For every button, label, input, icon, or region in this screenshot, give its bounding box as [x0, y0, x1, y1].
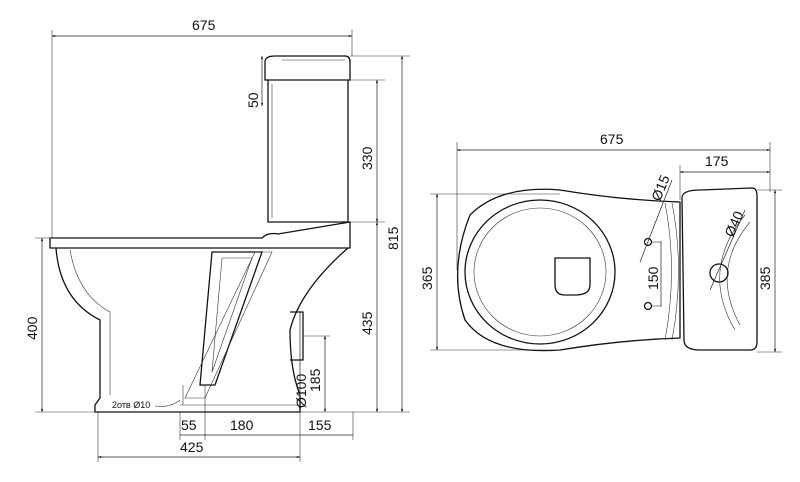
- flush-hole: [709, 263, 729, 283]
- bowl-outline: [456, 188, 681, 352]
- fix-holes-label: 2отв Ø10: [112, 400, 150, 410]
- dim-50: 50: [245, 92, 261, 108]
- dim-815: 815: [385, 226, 401, 250]
- dim-425: 425: [180, 439, 204, 455]
- tank-lid: [264, 55, 351, 81]
- dim-55: 55: [181, 417, 197, 433]
- bowl-body: [55, 247, 349, 413]
- tank-top: [681, 187, 758, 351]
- dim-diameter-40: Ø40: [721, 208, 746, 239]
- dim-175: 175: [705, 153, 729, 169]
- dim-675-top: 675: [600, 131, 624, 147]
- dim-675-side: 675: [192, 17, 216, 33]
- dim-385: 385: [757, 266, 773, 290]
- dim-330: 330: [359, 146, 375, 170]
- dim-185: 185: [307, 368, 323, 392]
- drain: [554, 257, 591, 296]
- dim-365: 365: [419, 266, 435, 290]
- side-view: 675 50 330 435 815 400 185 Ø100 2отв Ø10…: [24, 17, 410, 462]
- bowl-rim: [49, 221, 351, 249]
- dim-180: 180: [230, 417, 254, 433]
- top-view: 675 175 365 385 150 Ø15 Ø40: [419, 131, 782, 353]
- dim-150: 150: [645, 266, 661, 290]
- dim-435: 435: [359, 311, 375, 335]
- mount-hole-bottom: [643, 301, 653, 311]
- dim-400: 400: [24, 316, 40, 340]
- bowl-opening: [464, 199, 616, 345]
- dim-outlet-diameter: Ø100: [293, 374, 309, 408]
- dim-155: 155: [308, 417, 332, 433]
